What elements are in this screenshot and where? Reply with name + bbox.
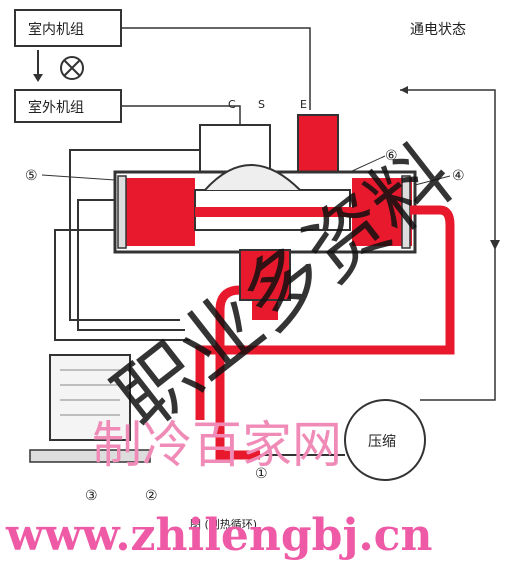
watermark-url: www.zhilengbj.cn: [5, 510, 432, 561]
indoor-unit-label: 室内机组: [28, 21, 84, 38]
callout-5: ⑤: [25, 168, 38, 184]
outdoor-unit-box: [14, 89, 122, 123]
control-wire: [121, 27, 311, 110]
arrow-head-icon: [33, 74, 43, 82]
svg-text:C: C: [228, 98, 236, 111]
figure-caption: 图 (制热循环): [190, 518, 257, 531]
outdoor-unit-label: 室外机组: [28, 99, 84, 116]
flow-arrow-icon-2: [400, 86, 408, 94]
refrigerant-pipe-right: [195, 205, 455, 420]
callout-1: ①: [255, 466, 268, 482]
discharge-port: [239, 249, 291, 301]
left-chamber: [120, 178, 195, 246]
watermark-cn: 制冷百家网: [92, 416, 342, 474]
capillary-line-2: [77, 199, 185, 331]
compressor: [344, 399, 426, 481]
base-plate: [29, 449, 151, 463]
callout-3: ③: [85, 488, 98, 504]
power-state-label: 通电状态: [410, 22, 466, 38]
capillary-line-1: [69, 149, 200, 321]
callout-2: ②: [145, 488, 158, 504]
heat-exchanger: [49, 354, 131, 441]
control-wire-right: [121, 105, 241, 130]
svg-text:S: S: [258, 98, 265, 111]
indoor-unit-box: [14, 9, 122, 47]
callout-6: ⑥: [385, 148, 398, 164]
svg-text:E: E: [300, 98, 307, 111]
capillary-line-3: [54, 229, 190, 341]
flow-arrow-icon: [490, 240, 500, 250]
piston-left: [117, 175, 127, 249]
compressor-label: 压缩: [368, 434, 396, 450]
slide-dome: [204, 164, 301, 191]
callout-4: ④: [452, 168, 465, 184]
